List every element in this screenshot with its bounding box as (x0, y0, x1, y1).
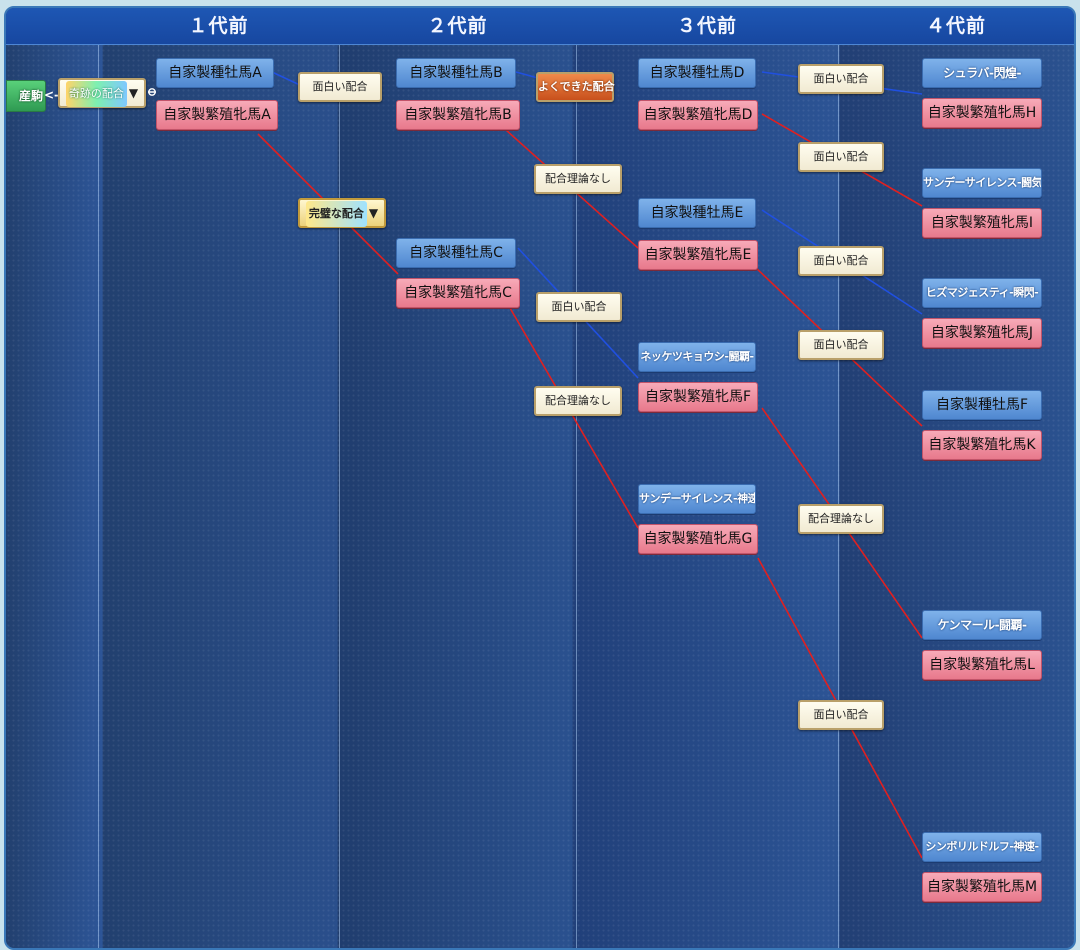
match-gen3-dam-e[interactable]: 面白い配合 (798, 330, 884, 360)
match-gen3-sire-d[interactable]: 面白い配合 (798, 64, 884, 94)
dropdown-icon[interactable]: ▼ (128, 86, 139, 100)
pedigree-links (148, 71, 923, 859)
gen-1-header: １代前 (188, 15, 249, 37)
sire-a[interactable]: 自家製種牡馬A (156, 58, 274, 88)
dam-j[interactable]: 自家製繁殖牝馬J (922, 318, 1042, 348)
dropdown-icon[interactable]: ▼ (368, 206, 379, 220)
match-gen2-dam-b[interactable]: 配合理論なし (534, 164, 622, 194)
dam-k[interactable]: 自家製繁殖牝馬K (922, 430, 1042, 460)
sire-j[interactable]: ヒズマジェスティ-瞬閃- (922, 278, 1042, 308)
gen-3-header: ３代前 (676, 15, 737, 37)
link-gen1-sire (271, 71, 303, 87)
match-offspring-label: 奇跡の配合 (65, 81, 127, 107)
sire-e[interactable]: 自家製種牡馬E (638, 198, 756, 228)
sire-g[interactable]: サンデーサイレンス-神速- (638, 484, 756, 514)
match-gen3-dam-d[interactable]: 面白い配合 (798, 142, 884, 172)
match-gen2-sire-c[interactable]: 面白い配合 (536, 292, 622, 322)
generation-header: １代前 ２代前 ３代前 ４代前 (6, 8, 1074, 45)
pedigree-panel: １代前 ２代前 ３代前 ４代前 産駒 <- 奇跡の配合▼ 自家製種牡馬A 自家製… (4, 6, 1076, 950)
match-gen1-dam-label: 完璧な配合 (305, 201, 367, 227)
dam-h[interactable]: 自家製繁殖牝馬H (922, 98, 1042, 128)
match-gen3-dam-g[interactable]: 面白い配合 (798, 700, 884, 730)
match-gen1-sire[interactable]: 面白い配合 (298, 72, 382, 102)
match-gen1-dam[interactable]: 完璧な配合▼ (298, 198, 386, 228)
sire-h[interactable]: シュラバ-閃煌- (922, 58, 1042, 88)
dam-g[interactable]: 自家製繁殖牝馬G (638, 524, 758, 554)
dam-c[interactable]: 自家製繁殖牝馬C (396, 278, 520, 308)
dam-e[interactable]: 自家製繁殖牝馬E (638, 240, 758, 270)
sire-i[interactable]: サンデーサイレンス-闘気- (922, 168, 1042, 198)
match-offspring[interactable]: 奇跡の配合▼ (58, 78, 146, 108)
dam-m[interactable]: 自家製繁殖牝馬M (922, 872, 1042, 902)
match-gen3-sire-e[interactable]: 面白い配合 (798, 246, 884, 276)
link-left-node (148, 88, 156, 96)
left-arrow: <- (44, 88, 60, 102)
sire-m[interactable]: シンボリルドルフ-神速- (922, 832, 1042, 862)
sire-b[interactable]: 自家製種牡馬B (396, 58, 516, 88)
link-gen2-sire-b (515, 71, 539, 79)
match-gen2-sire-b[interactable]: よくできた配合 (536, 72, 615, 102)
dam-d[interactable]: 自家製繁殖牝馬D (638, 100, 758, 130)
dam-f[interactable]: 自家製繁殖牝馬F (638, 382, 758, 412)
dam-l[interactable]: 自家製繁殖牝馬L (922, 650, 1042, 680)
match-gen2-dam-c[interactable]: 配合理論なし (534, 386, 622, 416)
dam-i[interactable]: 自家製繁殖牝馬I (922, 208, 1042, 238)
sire-c[interactable]: 自家製種牡馬C (396, 238, 516, 268)
sire-k[interactable]: 自家製種牡馬F (922, 390, 1042, 420)
offspring-horse[interactable]: 産駒 (6, 80, 46, 112)
sire-l[interactable]: ケンマール-闘覇- (922, 610, 1042, 640)
link-gen2-dam-c (509, 307, 639, 529)
sire-d[interactable]: 自家製種牡馬D (638, 58, 756, 88)
gen-4-header: ４代前 (925, 15, 986, 37)
gen-2-header: ２代前 (427, 15, 488, 37)
dam-b[interactable]: 自家製繁殖牝馬B (396, 100, 520, 130)
match-gen3-dam-f[interactable]: 配合理論なし (798, 504, 884, 534)
dam-a[interactable]: 自家製繁殖牝馬A (156, 100, 278, 130)
sire-f[interactable]: ネッケツキョウシ-闘覇- (638, 342, 756, 372)
